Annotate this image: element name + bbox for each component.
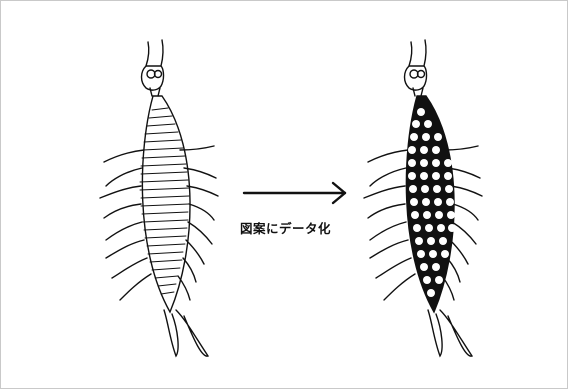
pattern-dot (441, 250, 449, 258)
pattern-dot (420, 172, 428, 180)
sketch-antenna-left (146, 42, 149, 66)
pattern-dot (417, 250, 425, 258)
pattern-dot (410, 133, 418, 141)
pattern-dot (408, 159, 416, 167)
pattern-dot (417, 108, 425, 116)
pattern-eye-left (410, 70, 418, 78)
pattern-dot (420, 263, 428, 271)
sketch-legs-left (100, 150, 151, 300)
pattern-dot (435, 276, 443, 284)
pattern-dot (429, 250, 437, 258)
pattern-dot (432, 172, 440, 180)
pattern-dot (422, 198, 430, 206)
pattern-dot (408, 146, 416, 154)
pattern-dot (410, 198, 418, 206)
pattern-dot (423, 211, 431, 219)
pattern-dot (432, 146, 440, 154)
pattern-dot (408, 172, 416, 180)
pattern-dot (432, 159, 440, 167)
pattern-dot (420, 146, 428, 154)
pattern-antenna-right (424, 40, 426, 66)
pattern-dot (415, 237, 423, 245)
sketch-antenna-right (161, 40, 163, 66)
sketch-legs-right (178, 146, 218, 300)
pattern-dot (444, 172, 452, 180)
pattern-dot (413, 224, 421, 232)
pattern-antenna-left (409, 42, 412, 66)
sketch-tail-left (164, 310, 178, 356)
pattern-dot (427, 289, 435, 297)
diagram-caption: 図案にデータ化 (240, 218, 355, 237)
pattern-dot (433, 185, 441, 193)
pattern-tail-right (440, 310, 472, 356)
pattern-dot (427, 237, 435, 245)
pattern-dot (434, 133, 442, 141)
pattern-dot (434, 198, 442, 206)
pattern-tail-left (428, 310, 442, 356)
pattern-dot (422, 133, 430, 141)
right-arrow (244, 183, 345, 203)
pattern-dot (435, 211, 443, 219)
pattern-dot (447, 211, 455, 219)
sketch-drawing (100, 40, 218, 356)
pattern-dot (444, 159, 452, 167)
pattern-dot (425, 224, 433, 232)
pattern-dot (437, 224, 445, 232)
pattern-dot (439, 237, 447, 245)
sketch-tail-right (176, 310, 208, 356)
pattern-dot (412, 120, 420, 128)
pattern-dot (448, 224, 456, 232)
pattern-dot (409, 185, 417, 193)
pattern-dot (445, 185, 453, 193)
pattern-dot (421, 185, 429, 193)
pattern-dot (424, 120, 432, 128)
pattern-dot (420, 159, 428, 167)
pattern-dot (423, 276, 431, 284)
pattern-dot (446, 198, 454, 206)
pattern-dot (411, 211, 419, 219)
pattern-dot (432, 263, 440, 271)
